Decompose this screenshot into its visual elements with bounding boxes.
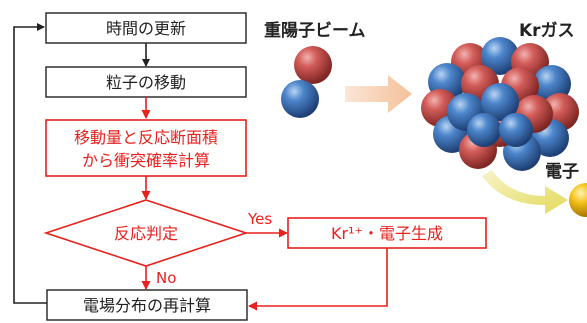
electron-emission-arrow xyxy=(482,170,568,214)
step-collision-probability-line2: から衝突確率計算 xyxy=(82,151,210,170)
connector-generation-recalc xyxy=(248,248,388,311)
loop-back-connector xyxy=(13,23,47,304)
beam-neutron-sphere xyxy=(281,80,319,118)
step-field-recalc-label: 電場分布の再計算 xyxy=(83,296,211,315)
step-update-time-label: 時間の更新 xyxy=(106,19,186,38)
decision-label: 反応判定 xyxy=(114,224,178,243)
branch-no-label: No xyxy=(156,269,176,287)
step-update-time-box xyxy=(45,12,247,44)
electron-label: 電子 xyxy=(545,162,579,182)
beam-proton-sphere xyxy=(294,46,332,84)
electron-sphere xyxy=(569,183,587,217)
step-move-particles-label: 粒子の移動 xyxy=(106,73,186,92)
beam-label: 重陽子ビーム xyxy=(264,20,366,41)
step-generation-label: Kr¹⁺・電子生成 xyxy=(331,224,443,243)
step-collision-probability-line1: 移動量と反応断面積 xyxy=(74,128,218,147)
branch-yes-label: Yes xyxy=(247,210,272,228)
step-collision-probability-box xyxy=(45,119,247,177)
step-move-particles-box xyxy=(45,66,247,98)
step-generation-box xyxy=(287,217,487,249)
gas-label: Krガス xyxy=(519,21,575,41)
beam-direction-arrow xyxy=(345,75,412,113)
step-field-recalc-box xyxy=(46,289,248,321)
kr-nucleus-cluster xyxy=(421,37,579,171)
